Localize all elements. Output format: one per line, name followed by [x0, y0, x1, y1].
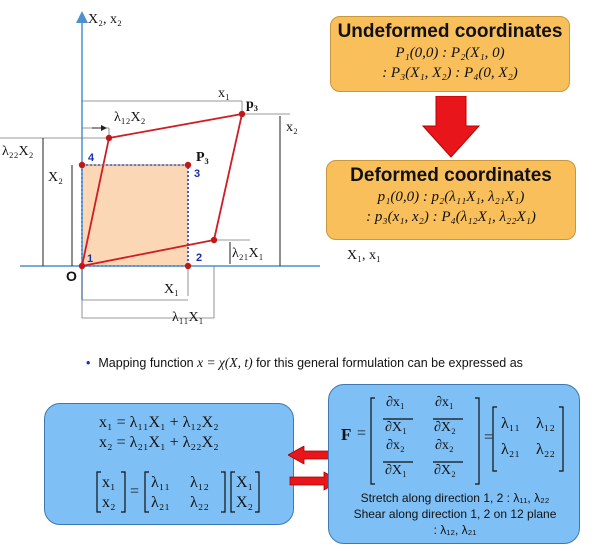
- x1-dimension-label: x₁: [218, 86, 230, 101]
- corner-2-label: 2: [196, 252, 203, 264]
- vector-x1: x₁: [102, 474, 116, 491]
- vector-X2: X₂: [236, 494, 254, 511]
- y-axis-label: X₂, x₂: [88, 12, 122, 27]
- gradient-matrix-graphics: [370, 397, 564, 485]
- matrix-m11: λ₁₁: [151, 474, 170, 491]
- double-arrow-icon: [288, 446, 340, 491]
- mapping-equations-box: x₁ = λ₁₁X₁ + λ₁₂X₂ x₂ = λ₂₁X₁ + λ₂₂X₂ x₁…: [44, 403, 294, 525]
- gradient-equals: =: [484, 429, 494, 446]
- corner-4-label: 4: [88, 152, 95, 164]
- lambda22-X2-label: λ₂₂X₂: [2, 144, 34, 159]
- vector-x2: x₂: [102, 494, 116, 511]
- gradient-m22: λ₂₂: [536, 441, 555, 458]
- gradient-m12: λ₁₂: [536, 415, 555, 432]
- bullet-text-after: for this general formulation can be expr…: [252, 356, 523, 370]
- equals-sign: =: [130, 483, 140, 500]
- gradient-m21: λ₂₁: [501, 441, 520, 458]
- X1-dimension-label: X₁: [164, 282, 179, 297]
- shear-components-note: : λ₁₂, λ₂₁: [433, 523, 477, 537]
- lambda21-X1-label: λ₂₁X₁: [232, 246, 264, 261]
- x-axis-label: X₁, x₁: [347, 248, 381, 263]
- corner-1-label: 1: [87, 253, 94, 265]
- mapping-bullet: • Mapping function x = χ(X, t) for this g…: [86, 355, 523, 371]
- deformed-p3-label: p₃: [246, 97, 258, 112]
- partial-X2-b: ∂X₂: [434, 463, 456, 478]
- F-equals: =: [357, 425, 367, 442]
- bullet-text-before: Mapping function: [98, 356, 198, 370]
- undeformed-P3-label: P₃: [196, 150, 209, 165]
- undeformed-title: Undeformed coordinates: [337, 21, 563, 42]
- matrix-m12: λ₁₂: [190, 474, 209, 491]
- F-symbol: F: [341, 425, 352, 444]
- matrix-brackets: [96, 471, 260, 513]
- matrix-m22: λ₂₂: [190, 494, 209, 511]
- partial-x2-b: ∂x₂: [435, 438, 454, 453]
- bullet-dot-icon: •: [86, 356, 91, 370]
- gradient-m11: λ₁₁: [501, 415, 520, 432]
- partial-X2-a: ∂X₂: [434, 420, 456, 435]
- vector-X1: X₁: [236, 474, 254, 491]
- down-arrow-icon: [422, 96, 480, 158]
- deformed-line-1: p₁(0,0) : p₂(λ₁₁X₁, λ₂₁X₁): [377, 189, 525, 205]
- x2-dimension-label: x₂: [286, 120, 298, 135]
- undeformed-square: [81, 164, 189, 267]
- corner-3-label: 3: [194, 168, 201, 180]
- deformation-gradient-box: F = ∂x₁ ∂X₁ ∂x₁ ∂X₂ ∂x₂ ∂X₁ ∂x₂ ∂X₂ = λ₁…: [328, 384, 580, 544]
- undeformed-line-1: P₁(0,0) : P₂(X₁, 0): [395, 45, 505, 61]
- lambda12-X2-label: λ₁₂X₂: [114, 110, 146, 125]
- partial-X1-b: ∂X₁: [385, 463, 407, 478]
- partial-x1-b: ∂x₁: [435, 395, 454, 410]
- equation-x1: x₁ = λ₁₁X₁ + λ₁₂X₂: [99, 414, 219, 431]
- lambda11-X1-label: λ₁₁X₁: [172, 310, 204, 325]
- matrix-m21: λ₂₁: [151, 494, 170, 511]
- undeformed-coordinates-box: Undeformed coordinates P₁(0,0) : P₂(X₁, …: [330, 16, 570, 92]
- partial-x2-a: ∂x₂: [386, 438, 405, 453]
- equation-x2: x₂ = λ₂₁X₁ + λ₂₂X₂: [99, 434, 219, 451]
- deformed-coordinates-box: Deformed coordinates p₁(0,0) : p₂(λ₁₁X₁,…: [326, 160, 576, 240]
- deformed-title: Deformed coordinates: [350, 165, 552, 186]
- partial-X1-a: ∂X₁: [385, 420, 407, 435]
- deformation-diagram: [0, 11, 320, 319]
- stretch-note: Stretch along direction 1, 2 : λ₁₁, λ₂₂: [360, 491, 550, 505]
- shear-note: Shear along direction 1, 2 on 12 plane: [353, 507, 557, 521]
- origin-label: O: [66, 268, 77, 284]
- bullet-formula: x = χ(X, t): [197, 355, 253, 370]
- undeformed-line-2: : P₃(X₁, X₂) : P₄(0, X₂): [382, 65, 518, 81]
- partial-x1-a: ∂x₁: [386, 395, 405, 410]
- deformed-line-2: : p₃(x₁, x₂) : P₄(λ₁₂X₁, λ₂₂X₁): [366, 209, 536, 225]
- X2-dimension-label: X₂: [48, 170, 63, 185]
